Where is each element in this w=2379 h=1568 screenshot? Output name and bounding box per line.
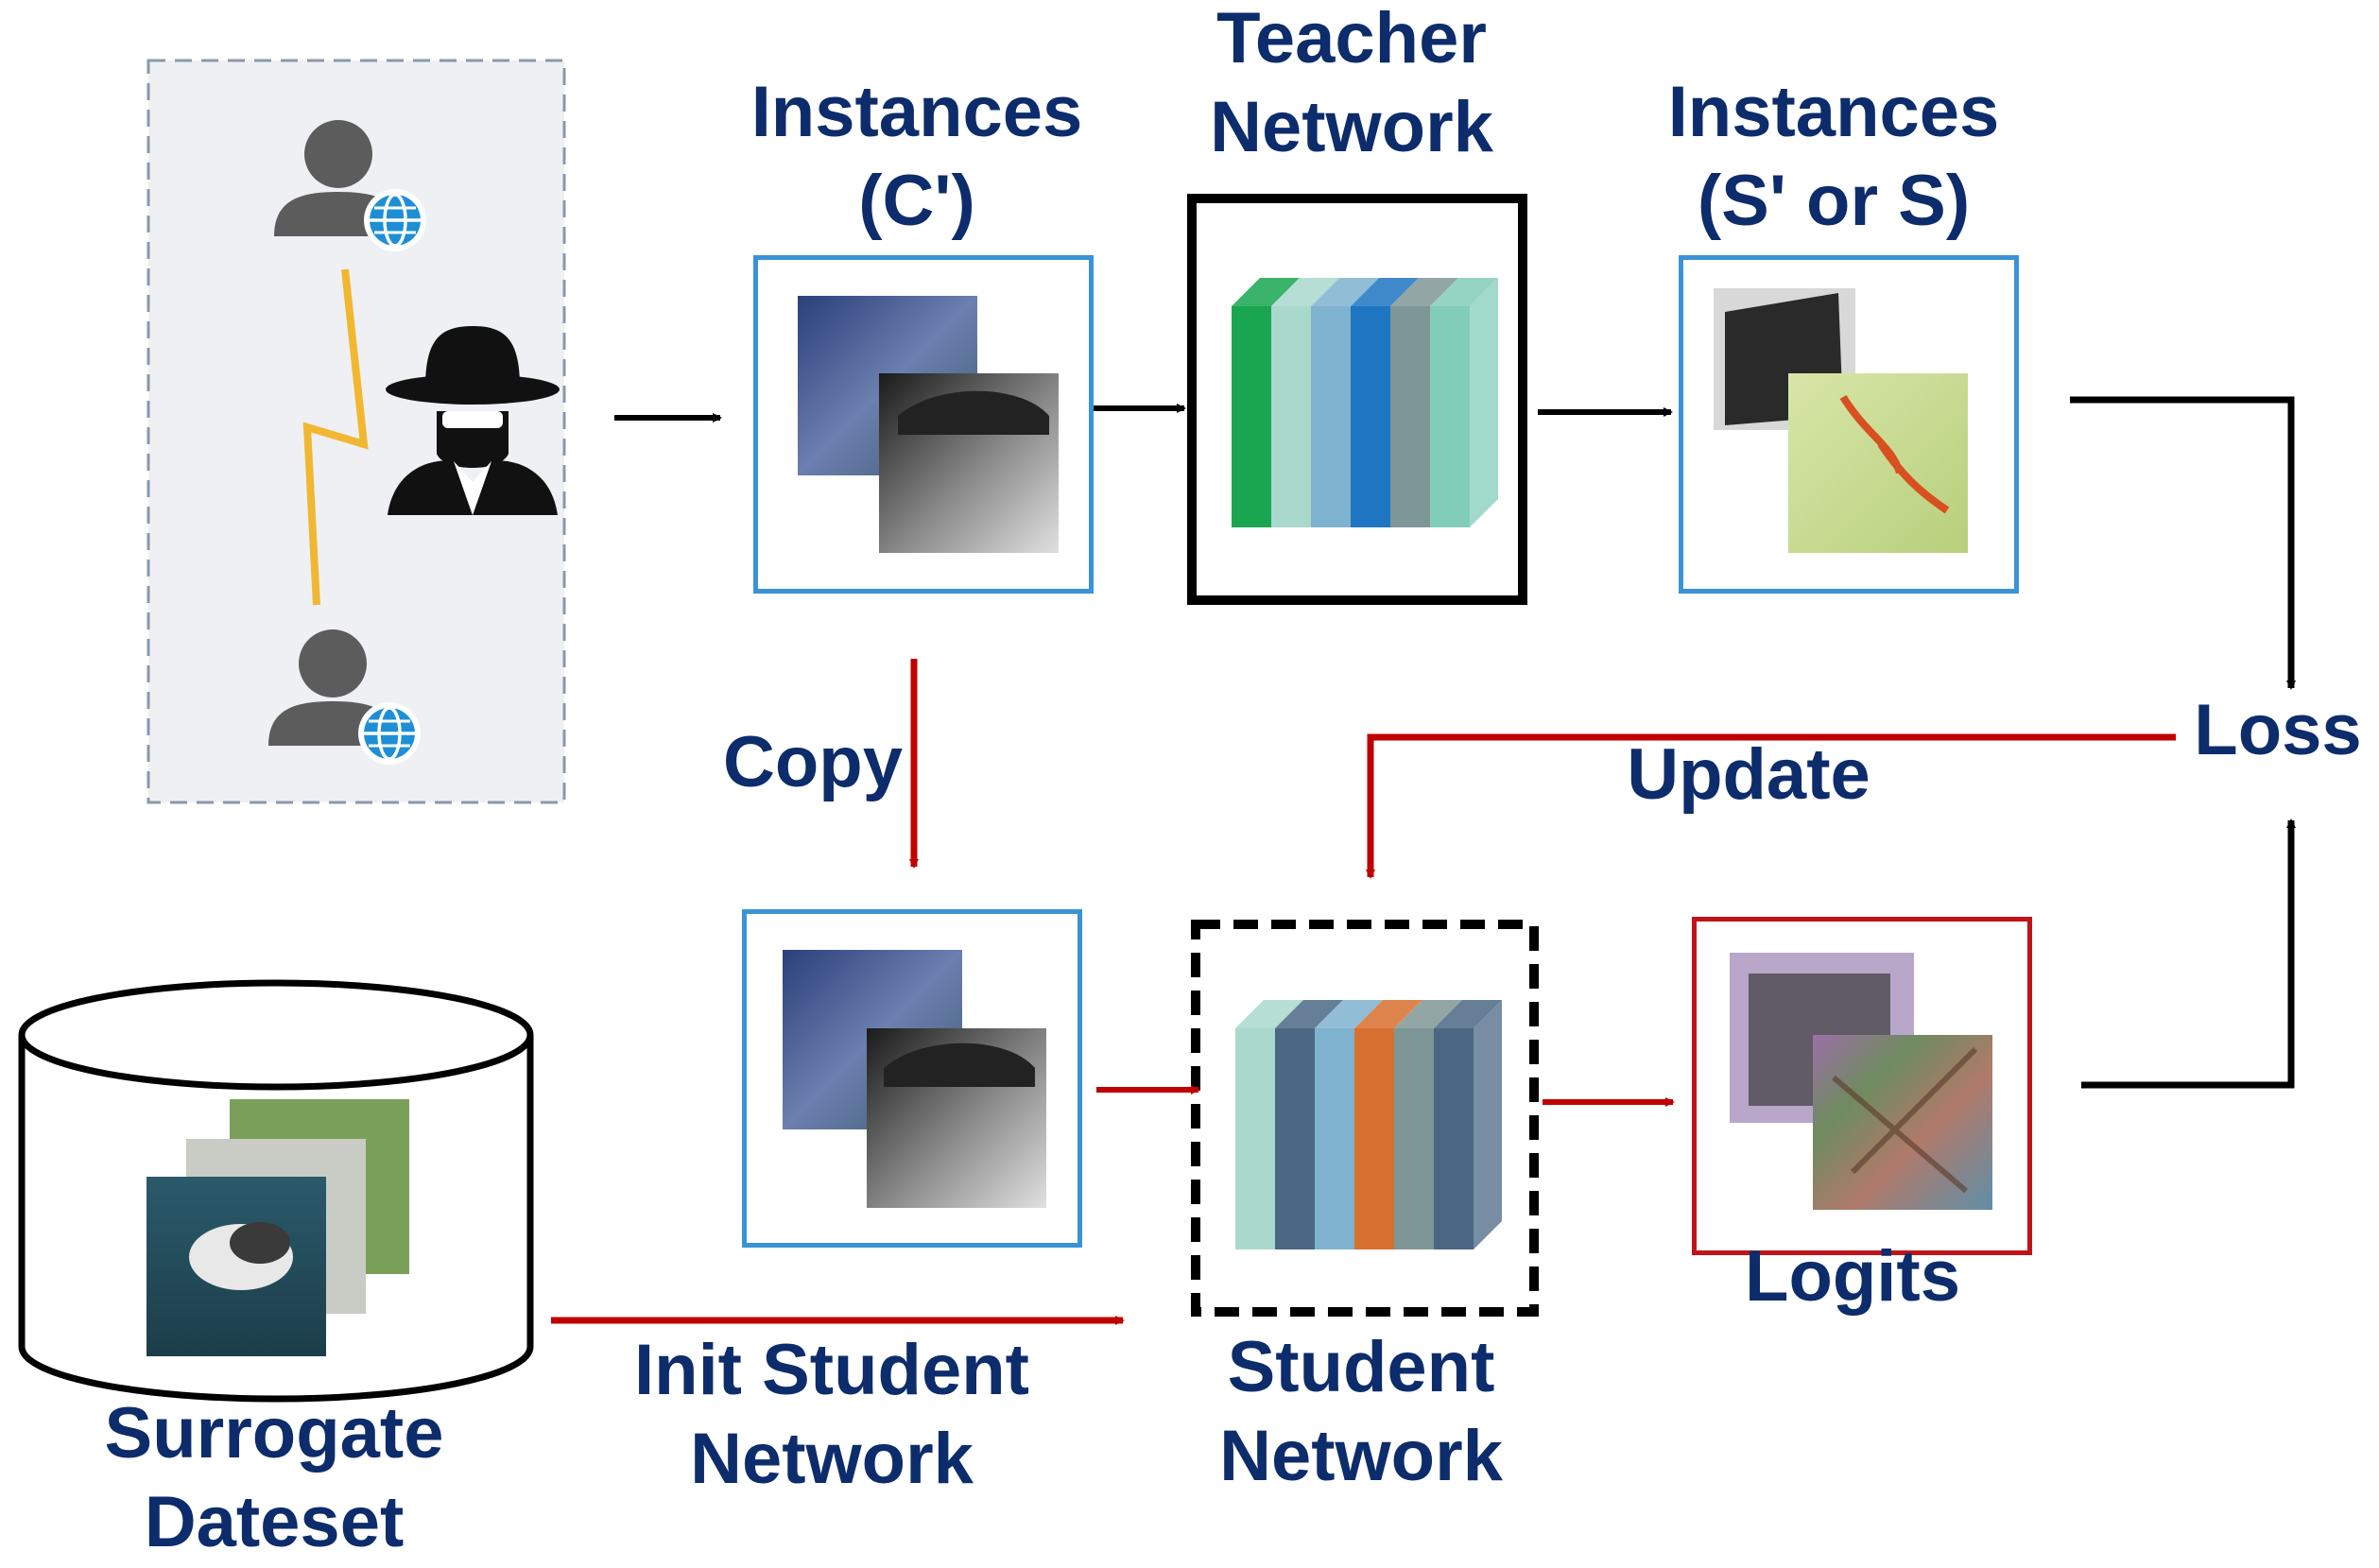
student-layer-top xyxy=(1434,1000,1502,1028)
instances-s-label-line1: Instances xyxy=(1667,72,2000,152)
surrogate-label-line2: Dateset xyxy=(144,1482,405,1562)
student-layer xyxy=(1235,1028,1275,1249)
teacher-layer-top xyxy=(1351,278,1419,306)
instances-c-images xyxy=(798,296,1059,553)
instances-c-label: Instances (C') xyxy=(681,68,1153,246)
teacher-layer xyxy=(1430,306,1470,527)
user-globe-icon xyxy=(268,629,421,765)
user-globe-icon xyxy=(274,120,426,251)
student-layer xyxy=(1434,1028,1474,1249)
student-layer xyxy=(1394,1028,1434,1249)
teacher-label-line1: Teacher xyxy=(1216,0,1487,78)
copy-label: Copy xyxy=(723,722,903,802)
student-layer-side xyxy=(1474,1000,1502,1249)
loss-label: Loss xyxy=(2194,690,2362,770)
arrows xyxy=(551,396,2296,1325)
teacher-network-layers xyxy=(1232,278,1498,527)
student-layer xyxy=(1275,1028,1315,1249)
teacher-layer xyxy=(1390,306,1430,527)
teacher-layer xyxy=(1311,306,1351,527)
init-student-label: Init Student Network xyxy=(577,1326,1087,1504)
teacher-network-label: Teacher Network xyxy=(1115,0,1588,172)
student-network-label: Student Network xyxy=(1125,1323,1597,1501)
student-layer-top xyxy=(1235,1000,1303,1028)
init-student-label-line1: Init Student xyxy=(634,1330,1029,1410)
teacher-layer xyxy=(1271,306,1311,527)
teacher-label-line2: Network xyxy=(1210,87,1493,167)
copy-instances-images xyxy=(783,950,1046,1208)
instances-c-box xyxy=(753,255,1094,594)
lightning-icon xyxy=(302,268,369,606)
student-network-layers xyxy=(1235,1000,1502,1249)
student-layer-top xyxy=(1315,1000,1383,1028)
student-layer-top xyxy=(1354,1000,1422,1028)
instances-s-label: Instances (S' or S) xyxy=(1597,68,2070,246)
teacher-layer xyxy=(1232,306,1271,527)
attacker-panel xyxy=(147,59,566,804)
database-cylinder-icon xyxy=(18,979,534,1403)
surrogate-dataset-label: Surrogate Dateset xyxy=(38,1389,510,1567)
student-layer-top xyxy=(1275,1000,1343,1028)
student-label-line2: Network xyxy=(1219,1416,1503,1496)
teacher-layer-side xyxy=(1470,278,1498,527)
instances-c-label-line1: Instances xyxy=(750,72,1083,152)
update-label: Update xyxy=(1627,734,1870,815)
spy-hat-icon xyxy=(386,326,560,515)
student-label-line1: Student xyxy=(1227,1327,1495,1407)
teacher-layer xyxy=(1351,306,1390,527)
instances-c-label-line2: (C') xyxy=(858,161,975,241)
instances-s-images xyxy=(1714,288,1968,553)
student-layer xyxy=(1315,1028,1354,1249)
student-layer xyxy=(1354,1028,1394,1249)
instances-s-box xyxy=(1679,255,2019,594)
logits-label: Logits xyxy=(1745,1236,1960,1317)
surrogate-label-line1: Surrogate xyxy=(104,1393,444,1473)
teacher-layer-top xyxy=(1271,278,1339,306)
copy-instances-box xyxy=(742,909,1082,1248)
init-student-label-line2: Network xyxy=(690,1419,974,1499)
instances-s-label-line2: (S' or S) xyxy=(1697,161,1971,241)
teacher-layer-top xyxy=(1390,278,1458,306)
logits-images xyxy=(1730,953,1992,1210)
teacher-layer-top xyxy=(1232,278,1300,306)
teacher-layer-top xyxy=(1430,278,1498,306)
teacher-layer-top xyxy=(1311,278,1379,306)
logits-box xyxy=(1692,917,2032,1255)
student-layer-top xyxy=(1394,1000,1462,1028)
